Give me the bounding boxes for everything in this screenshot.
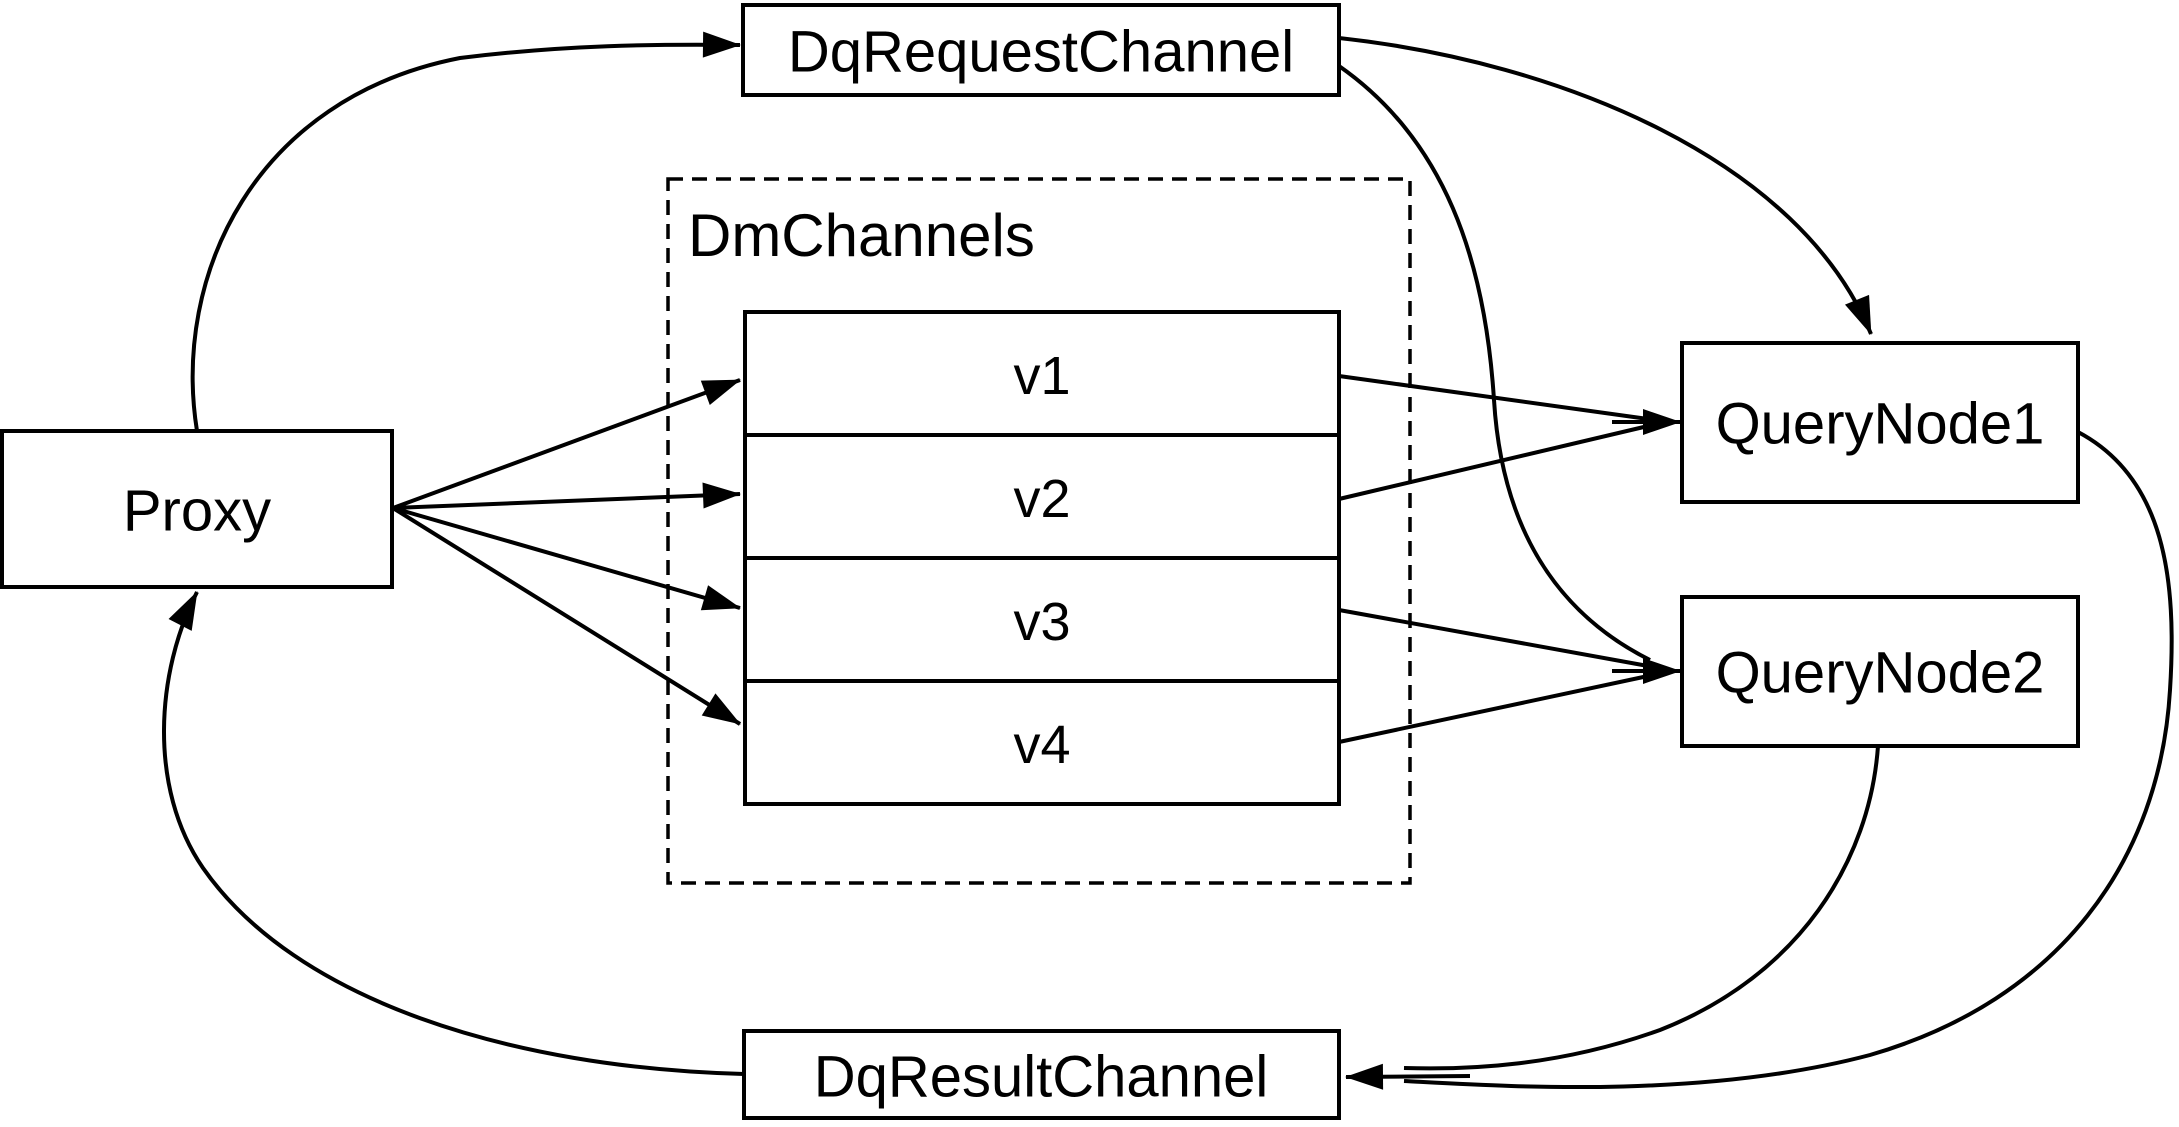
arrowhead-into-dqresultchannel-right [1345, 1063, 1471, 1090]
dq-result-channel-label: DqResultChannel [814, 1045, 1269, 1110]
channel-row-v3-label: v3 [1013, 592, 1070, 652]
dq-request-channel-label: DqRequestChannel [788, 20, 1294, 85]
edge-v4-to-querynode2 [1338, 674, 1649, 744]
edge-proxy-to-v4 [391, 506, 742, 726]
edge-proxy-to-v3 [392, 506, 741, 611]
query-node2-label: QueryNode2 [1716, 641, 2045, 706]
edge-proxy-to-v1 [392, 378, 741, 510]
edge-proxy-to-v2 [392, 482, 741, 510]
node-layer: DqRequestChannel DmChannels v1 v2 v3 v4 … [0, 3, 2080, 1120]
proxy-label: Proxy [123, 479, 271, 544]
dq-result-channel-box [742, 1029, 1341, 1120]
edge-querynode1-to-dqresultchannel [1403, 430, 2174, 1090]
proxy-box [0, 429, 394, 589]
edge-layer [162, 31, 2174, 1090]
edge-v3-to-querynode2 [1338, 608, 1649, 668]
channel-row-v1-label: v1 [1013, 346, 1070, 406]
dq-request-channel-box [741, 3, 1341, 97]
edge-v2-to-querynode1 [1338, 424, 1649, 501]
query-node1-box [1680, 341, 2080, 504]
query-node2-box [1680, 595, 2080, 748]
channel-row-v4-label: v4 [1013, 715, 1070, 775]
dm-channels-group-box [666, 177, 1412, 885]
channel-row-v2-label: v2 [1013, 469, 1070, 529]
edge-dqresultchannel-to-proxy [162, 591, 745, 1076]
edge-querynode2-to-dqresultchannel [1403, 745, 1880, 1071]
edge-dqrequestchannel-to-querynode1 [1338, 36, 1873, 335]
edge-dqrequestchannel-to-querynode2 [1337, 64, 1651, 662]
edge-proxy-to-dqrequestchannel [190, 31, 741, 432]
query-node1-label: QueryNode1 [1716, 392, 2045, 457]
dm-channels-group-label: DmChannels [688, 202, 1035, 269]
